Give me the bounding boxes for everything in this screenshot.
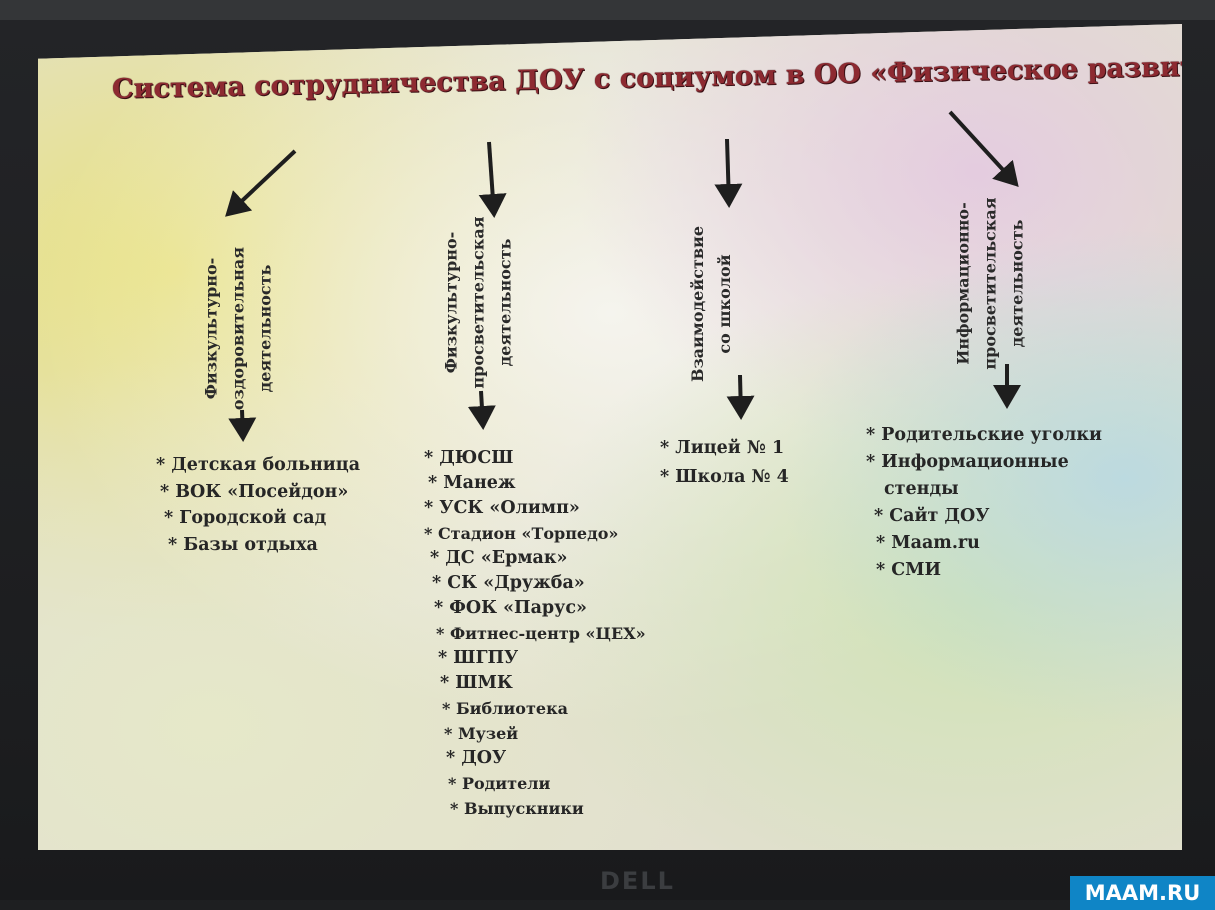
list-item: Библиотека [424, 696, 646, 721]
list-item: Лицей № 1 [660, 434, 789, 463]
list-item: ШГПУ [424, 646, 646, 671]
col1-heading-line3: деятельность [255, 264, 275, 393]
arrow-title-to-col1 [225, 149, 297, 217]
col2-heading-line3: деятельность [495, 238, 515, 367]
arrow-col2-to-list [467, 390, 496, 430]
list-item: Городской сад [156, 505, 360, 532]
col2-heading-line2: просветительская [468, 216, 488, 389]
list-item: Maam.ru [866, 530, 1102, 557]
list-item: ДС «Ермак» [424, 546, 646, 571]
col2-list: ДЮСШ Манеж УСК «Олимп» Стадион «Торпедо»… [424, 446, 646, 821]
col1-heading: Физкультурно- оздоровительная деятельнос… [198, 209, 279, 449]
list-item: ШМК [424, 671, 646, 696]
col2-heading: Физкультурно- просветительская деятельно… [438, 183, 519, 423]
list-item: Сайт ДОУ [866, 503, 1102, 530]
col3-heading-line1: Взаимодействие [688, 225, 707, 383]
monitor-screen: Система сотрудничества ДОУ с социумом в … [38, 24, 1182, 850]
col1-list: Детская больница ВОК «Посейдон» Городско… [156, 452, 360, 558]
col3-heading-line2: со школой [715, 254, 734, 354]
list-item: Фитнес-центр «ЦЕХ» [424, 621, 646, 646]
col3-heading: Взаимодействие со школой [684, 204, 744, 404]
list-item: Стадион «Торпедо» [424, 521, 646, 546]
list-item: Родители [424, 771, 646, 796]
arrow-col1-to-list [228, 409, 257, 442]
list-item: стенды [884, 479, 959, 499]
arrows-layer [225, 110, 1021, 442]
list-item: Школа № 4 [660, 463, 789, 492]
list-item: ДОУ [424, 746, 646, 771]
col4-heading-line3: деятельность [1007, 219, 1027, 348]
list-item: Родительские уголки [866, 422, 1102, 449]
col2-heading-line1: Физкультурно- [441, 231, 461, 374]
list-item: СМИ [866, 557, 1102, 584]
arrow-col3-to-list [726, 374, 755, 420]
col1-heading-line1: Физкультурно- [201, 257, 221, 400]
list-item: Информационные [866, 449, 1102, 476]
list-item: Музей [424, 721, 646, 746]
list-item: Выпускники [424, 796, 646, 821]
arrow-title-to-col4 [948, 110, 1019, 187]
col3-list: Лицей № 1 Школа № 4 [660, 434, 789, 492]
list-item: Детская больница [156, 452, 360, 479]
list-item: УСК «Олимп» [424, 496, 646, 521]
list-item: Манеж [424, 471, 646, 496]
col4-heading-line2: просветительская [980, 197, 1000, 370]
arrow-title-to-col3 [714, 138, 743, 208]
list-item: ФОК «Парус» [424, 596, 646, 621]
col4-list: Родительские уголки Информационные стенд… [866, 422, 1102, 584]
list-item: ВОК «Посейдон» [156, 479, 360, 506]
col1-heading-line2: оздоровительная [228, 246, 248, 411]
list-item: ДЮСШ [424, 446, 646, 471]
col4-heading-line1: Информационно- [953, 202, 973, 365]
col4-heading: Информационно- просветительская деятельн… [950, 169, 1031, 399]
list-item: СК «Дружба» [424, 571, 646, 596]
maam-watermark: MAAM.RU [1070, 876, 1215, 910]
list-item: Базы отдыха [156, 532, 360, 559]
dell-logo: DELL [600, 867, 675, 895]
arrow-title-to-col2 [478, 141, 507, 218]
